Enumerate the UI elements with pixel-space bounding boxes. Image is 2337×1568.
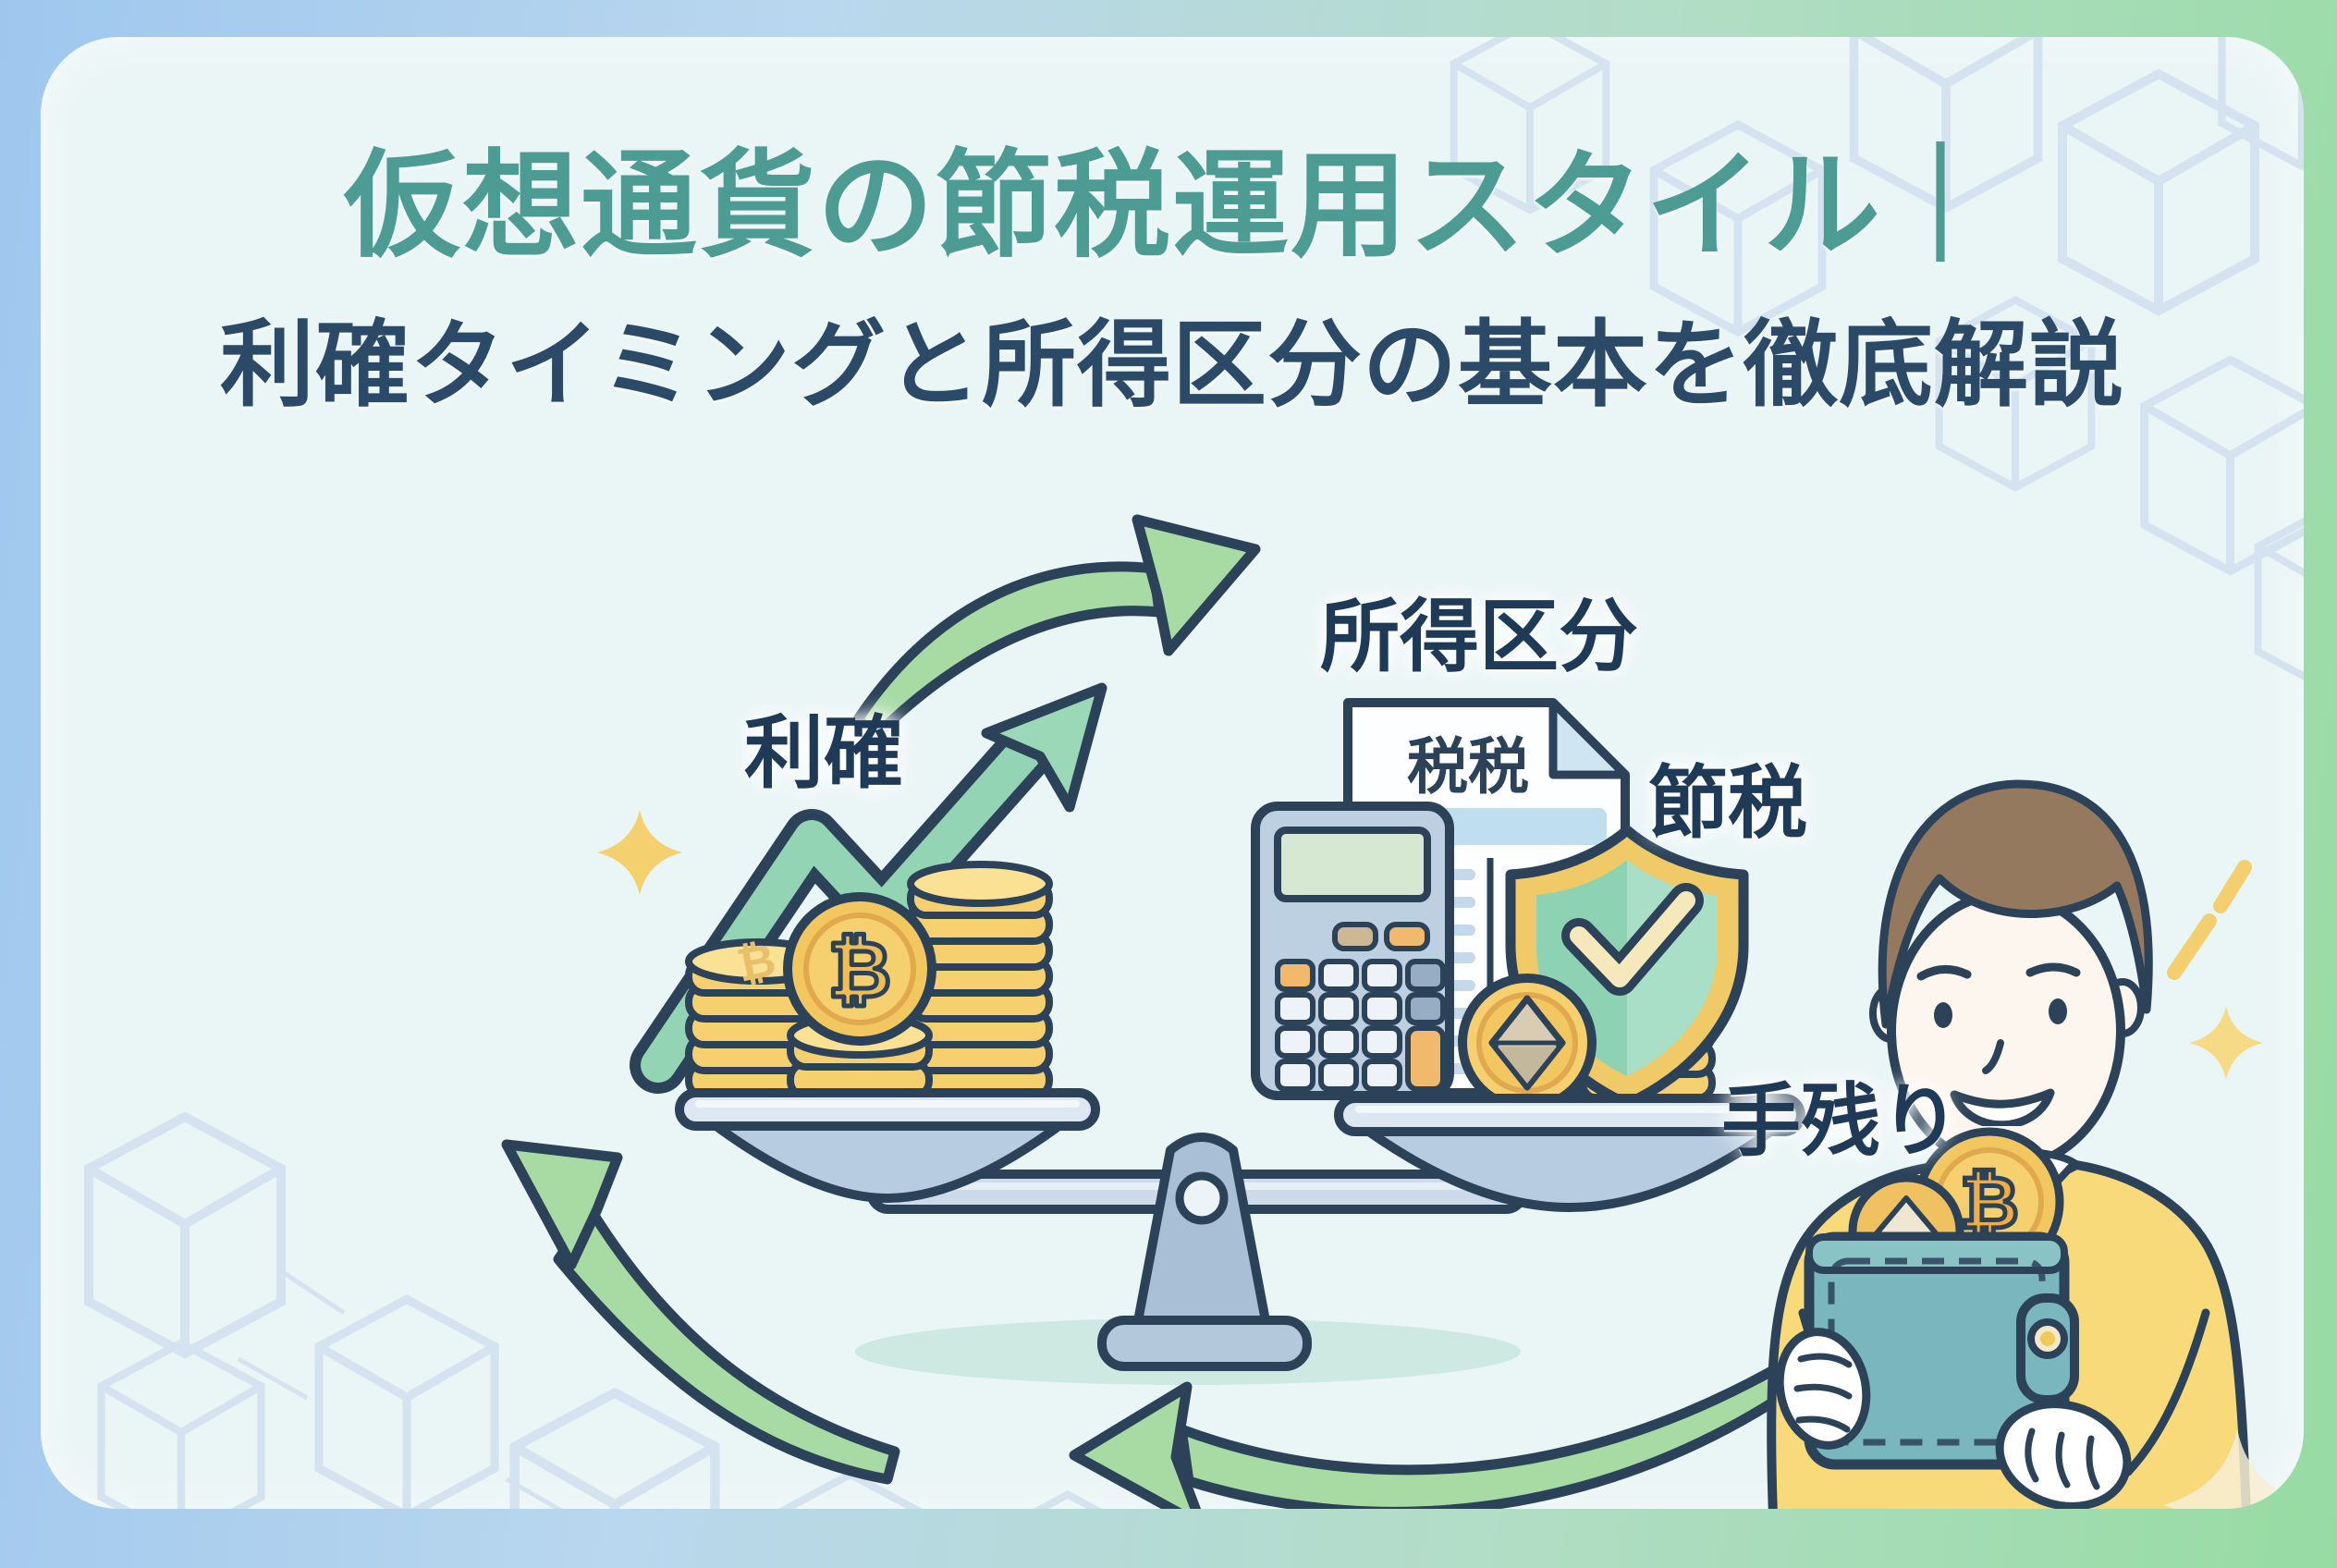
ethereum-coin-icon (1458, 974, 1597, 1112)
label-income-category: 所得区分 (1320, 593, 1638, 681)
bitcoin-coin-stack-icon: ₿ (685, 861, 1053, 1100)
calculator-icon (1251, 802, 1454, 1100)
cycle-arrows-icon (501, 514, 1854, 1509)
balance-scale-icon (862, 1133, 1528, 1371)
label-profit-taking: 利確 (744, 709, 903, 798)
svg-text:税税: 税税 (1407, 732, 1529, 801)
content-card: ₿ (41, 37, 2304, 1509)
sparkle-icon (597, 810, 2304, 1509)
page-title: 仮想通貨の節税運用スタイル｜ (344, 141, 2001, 271)
blockchain-cube-pattern (41, 37, 2304, 1509)
main-illustration: ₿ (501, 514, 2304, 1509)
svg-text:₿: ₿ (1960, 1162, 2019, 1243)
page-subtitle: 利確タイミングと所得区分の基本を徹底解説 (220, 312, 2124, 418)
scale-left-pan (675, 1088, 1100, 1203)
label-tax-saving: 節税 (1648, 759, 1807, 848)
label-take-home: 手残り (1721, 1077, 1960, 1166)
scale-right-pan (1334, 1094, 1805, 1212)
svg-text:₿: ₿ (828, 926, 891, 1013)
person-with-wallet-icon: ₿ (1767, 779, 2251, 1509)
